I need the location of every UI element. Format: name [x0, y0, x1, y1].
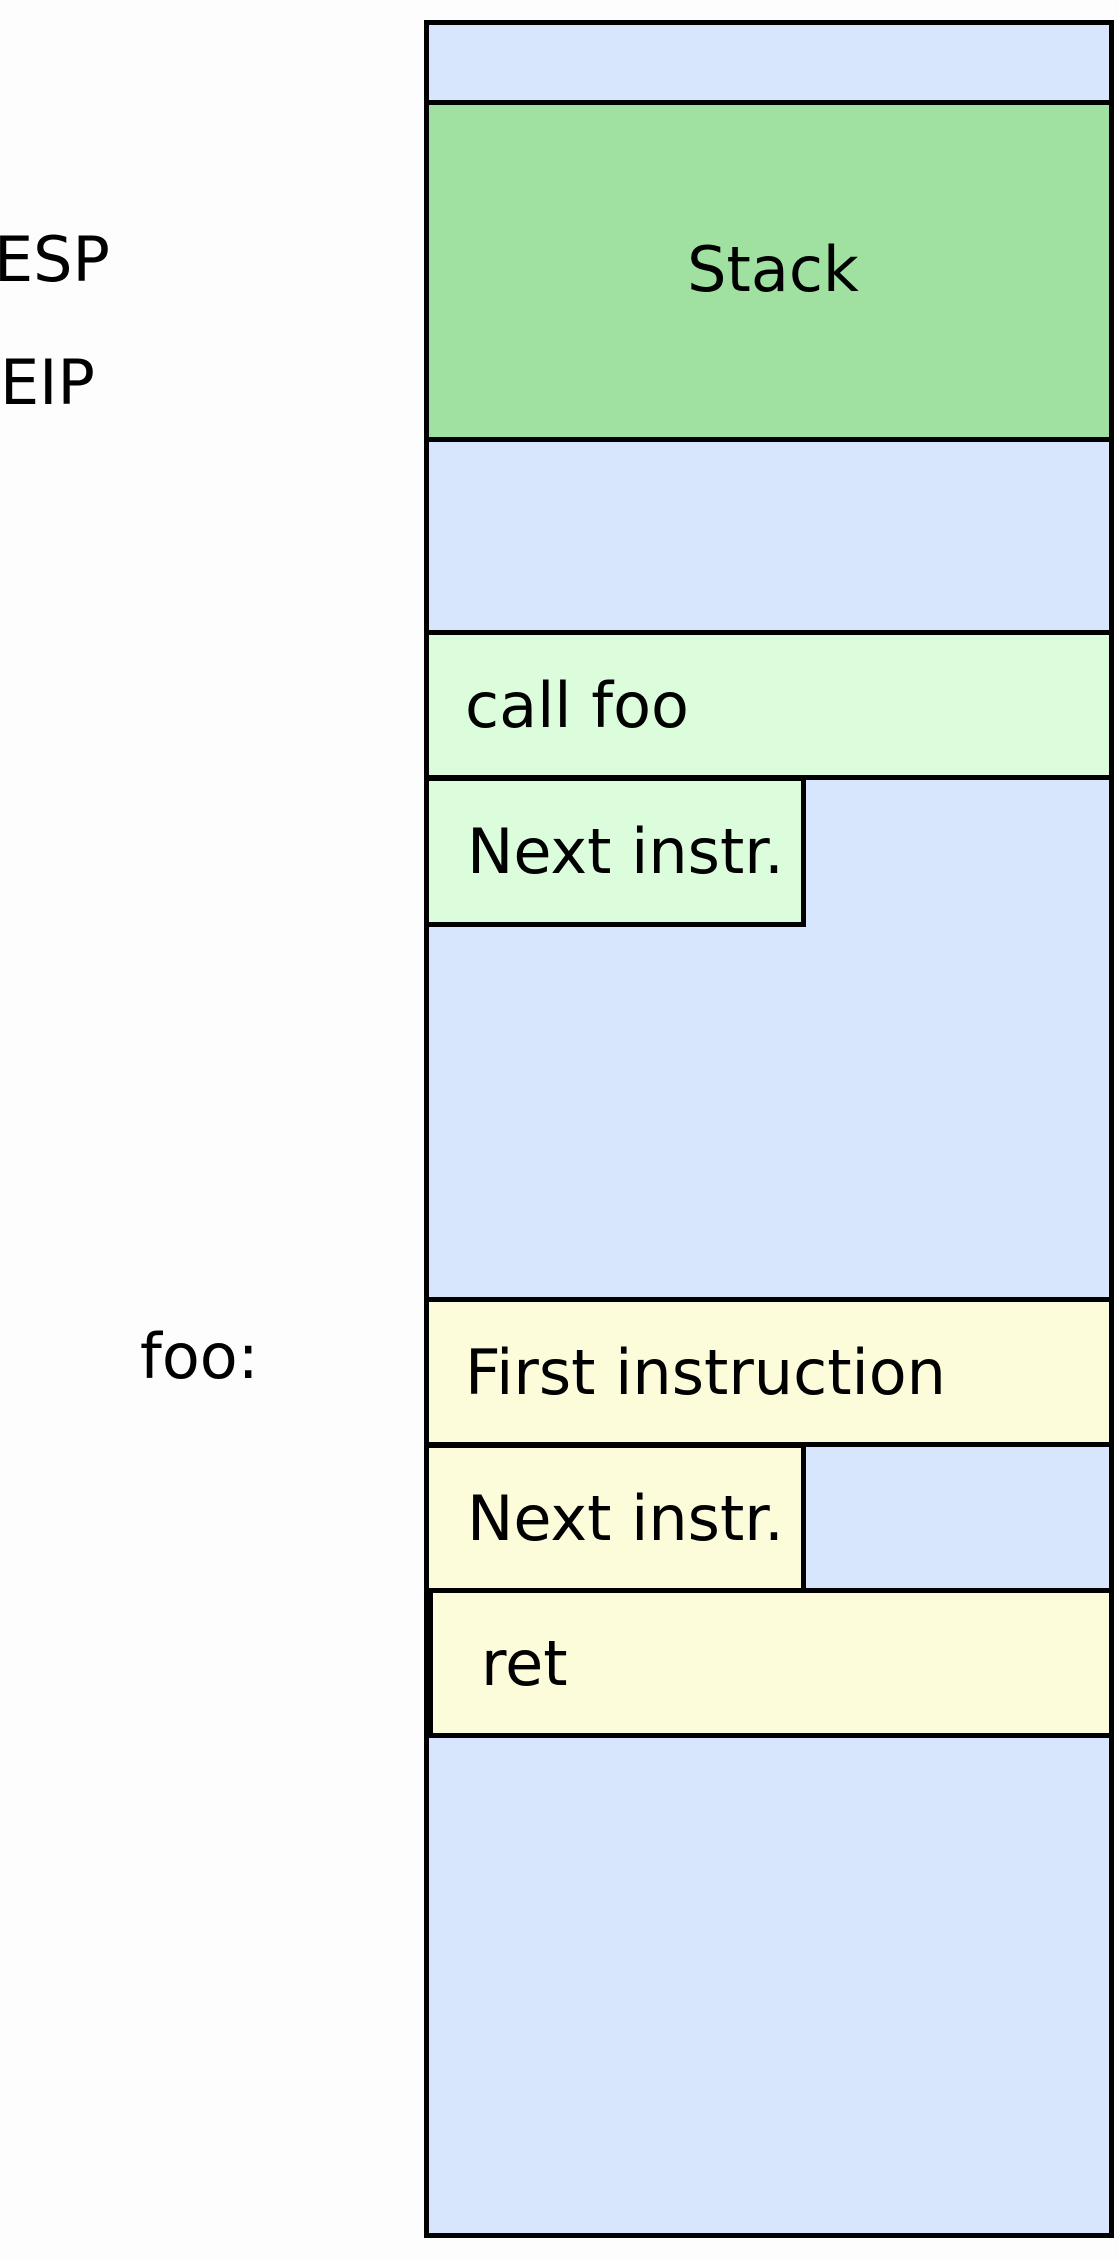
foo-symbol-label: foo:: [140, 1320, 259, 1393]
stack-label: Stack: [687, 232, 859, 306]
foo-first-instruction: First instruction: [424, 1297, 1114, 1447]
stack-region: Stack: [424, 100, 1114, 442]
foo-ret-label: ret: [481, 1626, 568, 1700]
call-foo-label: call foo: [465, 668, 689, 742]
caller-next-label: Next instr.: [467, 815, 784, 888]
call-foo-instruction: call foo: [424, 630, 1114, 780]
eip-register-label: EIP: [0, 346, 95, 419]
foo-ret-instruction: ret: [428, 1588, 1114, 1738]
foo-first-label: First instruction: [465, 1335, 946, 1409]
foo-next-instruction: Next instr.: [424, 1443, 806, 1594]
esp-register-label: ESP: [0, 223, 110, 296]
caller-next-instruction: Next instr.: [424, 776, 806, 927]
foo-next-label: Next instr.: [467, 1482, 784, 1555]
